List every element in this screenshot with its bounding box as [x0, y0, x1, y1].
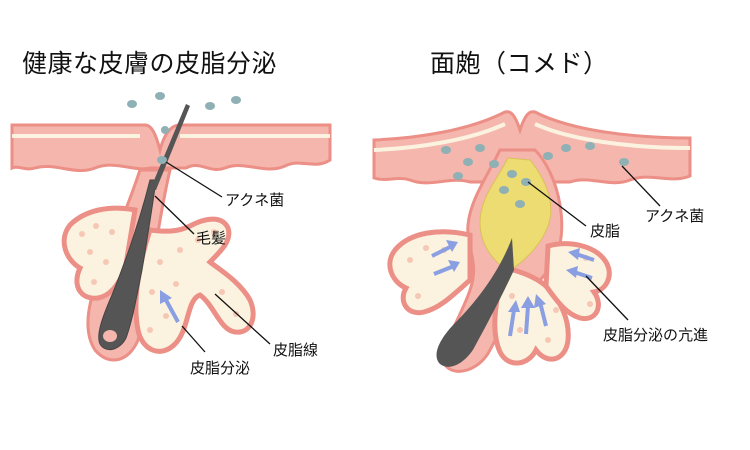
label-acne-bacteria-left: アクネ菌 — [225, 191, 285, 209]
title-comedo: 面皰（コメド） — [430, 49, 609, 78]
hair-root-left — [98, 179, 157, 351]
label-acne-bacteria-right: アクネ菌 — [645, 207, 705, 225]
sebum-flow-arrowhead-left — [160, 290, 172, 304]
comedo-diagram — [372, 110, 692, 373]
epidermis-line-right — [373, 122, 691, 152]
skin-layer-right — [372, 110, 692, 185]
acne-bacteria-left — [127, 92, 241, 164]
hair-papilla-left — [103, 330, 117, 342]
label-sebum: 皮脂 — [590, 222, 621, 240]
gland-cells-left — [79, 223, 239, 333]
label-sebaceous-gland: 皮脂線 — [273, 341, 319, 359]
sebaceous-gland-lobe-right — [133, 216, 256, 354]
label-hair: 毛髪 — [196, 229, 227, 247]
sebum-flow-arrow-left — [164, 299, 180, 323]
title-healthy-skin: 健康な皮膚の皮脂分泌 — [22, 49, 278, 78]
leader-lines-left — [154, 161, 271, 353]
acne-bacteria-right — [441, 142, 629, 208]
label-sebum-secretion: 皮脂分泌 — [190, 359, 251, 377]
label-hypersecretion: 皮脂分泌の亢進 — [603, 326, 709, 344]
hair-shaft-left — [150, 104, 190, 190]
healthy-skin-diagram — [10, 92, 332, 362]
hypersecretion-arrows — [431, 240, 595, 337]
sebaceous-gland-lobe-left-r — [387, 229, 473, 316]
sebaceous-gland-lobe-right-r — [543, 241, 612, 322]
leader-lines-right — [527, 165, 661, 321]
sebaceous-gland-lobe-left — [61, 205, 138, 301]
hair-root-right — [436, 238, 514, 367]
